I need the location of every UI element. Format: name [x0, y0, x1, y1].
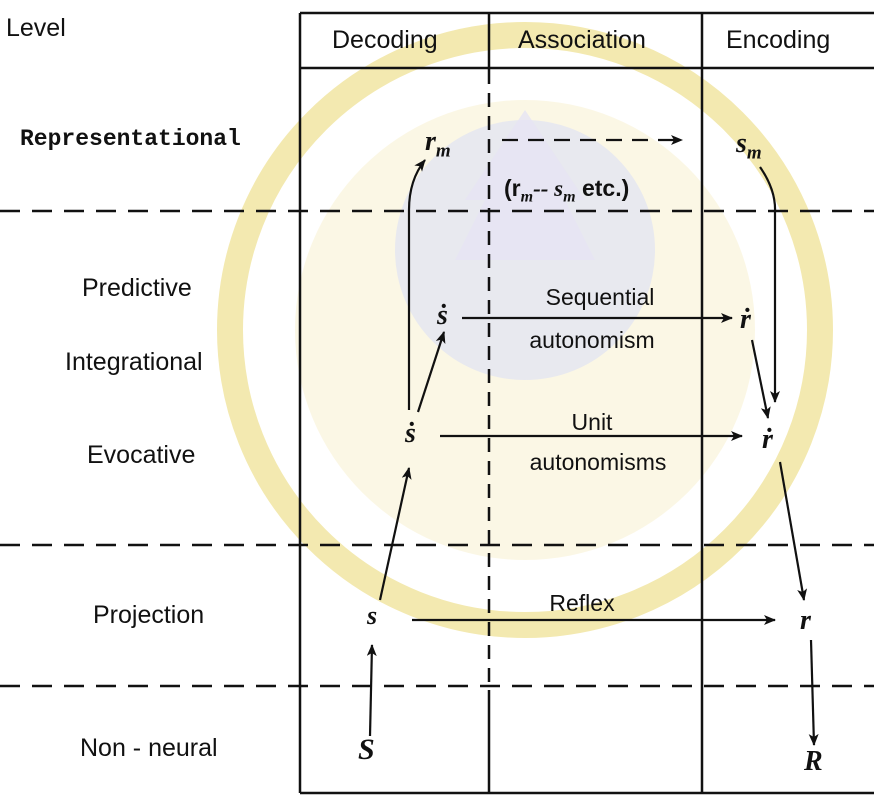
symbol-s-dot-lower: ṡ	[405, 418, 416, 449]
level-label-representational: Representational	[20, 126, 241, 152]
symbol-R: R	[804, 746, 823, 777]
arrow-s-to-sdot-lower	[378, 467, 412, 601]
symbol-sm: sm	[736, 130, 762, 163]
level-label-projection: Projection	[93, 601, 205, 629]
rep-note-open: (r	[504, 175, 521, 201]
rep-note-tail: etc.)	[575, 175, 630, 201]
symbol-sm-sub: m	[746, 142, 762, 164]
arrow-rdot-upper-to-rdot-lower	[750, 339, 771, 419]
arrow-rdot-lower-to-r	[778, 461, 808, 601]
symbol-sm-base: s	[736, 128, 747, 159]
column-header-decoding: Decoding	[332, 26, 438, 54]
table-frame	[298, 11, 874, 795]
level-column-label: Level	[6, 14, 66, 42]
unit-label-line2: autonomisms	[529, 449, 667, 475]
level-label-integrational: Integrational	[65, 348, 203, 376]
column-header-encoding: Encoding	[726, 26, 831, 54]
arrow-sdot-lower-to-rm	[407, 159, 426, 410]
symbol-r-dot-lower: ṙ	[762, 424, 773, 455]
symbol-r-dot-upper: ṙ	[740, 304, 751, 335]
symbol-S: S	[358, 733, 375, 766]
arrow-S-to-s	[366, 644, 377, 737]
rep-note-mid: -- s	[533, 176, 564, 201]
symbol-rm: rm	[425, 128, 451, 161]
representational-note: (rm-- sm etc.)	[504, 177, 629, 206]
column-header-association: Association	[518, 26, 646, 54]
symbol-rm-base: r	[425, 126, 436, 157]
level-label-non-neural: Non - neural	[80, 734, 218, 762]
level-label-predictive: Predictive	[82, 274, 192, 302]
rep-note-sub: m	[520, 188, 534, 206]
rep-note-sub2: m	[563, 188, 576, 206]
reflex-label: Reflex	[549, 590, 615, 616]
level-label-evocative: Evocative	[87, 441, 196, 469]
unit-label-line1: Unit	[571, 409, 613, 435]
symbol-s-dot-upper: ṡ	[437, 300, 448, 331]
level-separators	[0, 209, 874, 688]
arrow-r-to-R	[808, 639, 819, 746]
arrow-sdot-lower-to-sdot-upper	[416, 331, 446, 413]
symbol-r: r	[800, 605, 811, 636]
symbol-s: s	[367, 601, 378, 630]
arrow-sm-down	[759, 166, 780, 403]
symbol-rm-sub: m	[435, 140, 451, 162]
sequential-label-line2: autonomism	[529, 327, 655, 353]
sequential-label-line1: Sequential	[545, 284, 655, 310]
